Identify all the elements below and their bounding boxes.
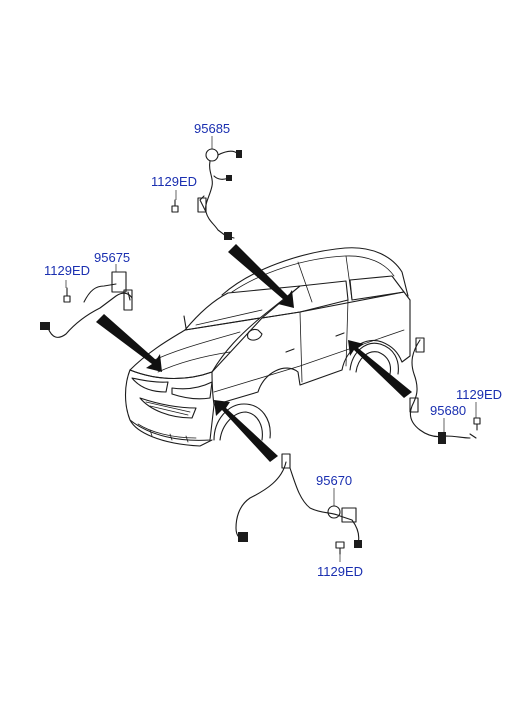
- bolt-1129ed-rear-right: [473, 417, 481, 431]
- leader-lines: [65, 136, 477, 562]
- label-1129ed-bottom[interactable]: 1129ED: [317, 564, 363, 579]
- label-95680[interactable]: 95680: [430, 403, 466, 418]
- label-1129ed-top[interactable]: 1129ED: [151, 174, 197, 189]
- label-95670[interactable]: 95670: [316, 473, 352, 488]
- pointer-arrows: [96, 244, 412, 462]
- label-95685[interactable]: 95685: [194, 121, 230, 136]
- label-1129ed-rear-right[interactable]: 1129ED: [456, 387, 502, 402]
- car-illustration: [124, 247, 411, 447]
- label-1129ed-front-left[interactable]: 1129ED: [44, 263, 90, 278]
- bolt-1129ed-top: [171, 199, 179, 213]
- bolt-1129ed-bottom: [335, 541, 345, 555]
- wheel-sensor-95685[interactable]: [197, 148, 242, 240]
- label-95675[interactable]: 95675: [94, 250, 130, 265]
- bolt-1129ed-front-left: [63, 287, 71, 303]
- wheel-sensor-95670[interactable]: [235, 453, 362, 548]
- wheel-sensor-95675[interactable]: [40, 271, 133, 338]
- wheel-sensor-95680[interactable]: [409, 337, 477, 444]
- part-labels: 95685 1129ED 95675 1129ED 1129ED 95680 9…: [44, 121, 502, 579]
